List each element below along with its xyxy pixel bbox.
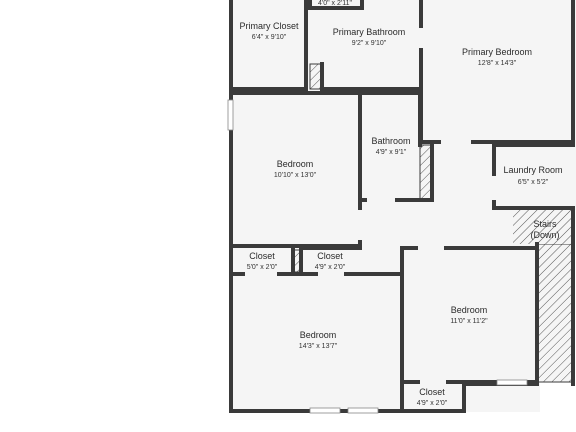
bedroom-bottom-left-dims: 14'3" x 13'7" <box>299 343 338 350</box>
floor-area <box>230 0 576 412</box>
bedroom-bottom-right-dims: 11'0" x 11'2" <box>450 318 488 325</box>
laundry-room-dims: 6'5" x 5'2" <box>518 179 549 186</box>
room-labels: Primary Closet 6'4" x 9'10" 4'0" x 2'11"… <box>239 0 562 407</box>
primary-closet-label: Primary Closet <box>239 21 299 31</box>
bedroom-left-label: Bedroom <box>277 159 314 169</box>
door-openings <box>245 28 498 386</box>
stairs-landing <box>513 210 573 244</box>
laundry-room-label: Laundry Room <box>503 165 562 175</box>
closet-c-label: Closet <box>419 387 445 397</box>
bathroom-dims: 4'9" x 9'1" <box>376 149 407 156</box>
bedroom-bottom-right-label: Bedroom <box>451 305 488 315</box>
closet-a-dims: 5'0" x 2'0" <box>247 264 278 271</box>
closet-b-dims: 4'9" x 2'0" <box>315 264 346 271</box>
stairs-label: Stairs <box>533 219 557 229</box>
primary-bedroom-dims: 12'8" x 14'3" <box>478 60 517 67</box>
window-bedroom-right <box>496 379 528 386</box>
window-bottom-2 <box>347 407 379 414</box>
stairs-direction-label: (Down) <box>530 230 559 240</box>
bathroom-label: Bathroom <box>371 136 410 146</box>
primary-closet-dims: 6'4" x 9'10" <box>252 34 287 41</box>
primary-bathroom-label: Primary Bathroom <box>333 27 406 37</box>
bedroom-left-dims: 10'10" x 13'0" <box>274 172 317 179</box>
window-bottom-1 <box>309 407 341 414</box>
walls <box>229 0 575 413</box>
window-left-bedroom <box>227 99 234 131</box>
primary-bathroom-dims: 9'2" x 9'10" <box>352 40 387 47</box>
windows <box>227 99 528 414</box>
stairs-hatch <box>536 243 574 383</box>
primary-bedroom-label: Primary Bedroom <box>462 47 532 57</box>
closet-b-label: Closet <box>317 251 343 261</box>
top-closet-dims: 4'0" x 2'11" <box>318 0 352 7</box>
bedroom-bottom-left-label: Bedroom <box>300 330 337 340</box>
closet-c-dims: 4'9" x 2'0" <box>417 400 448 407</box>
closet-a-label: Closet <box>249 251 275 261</box>
